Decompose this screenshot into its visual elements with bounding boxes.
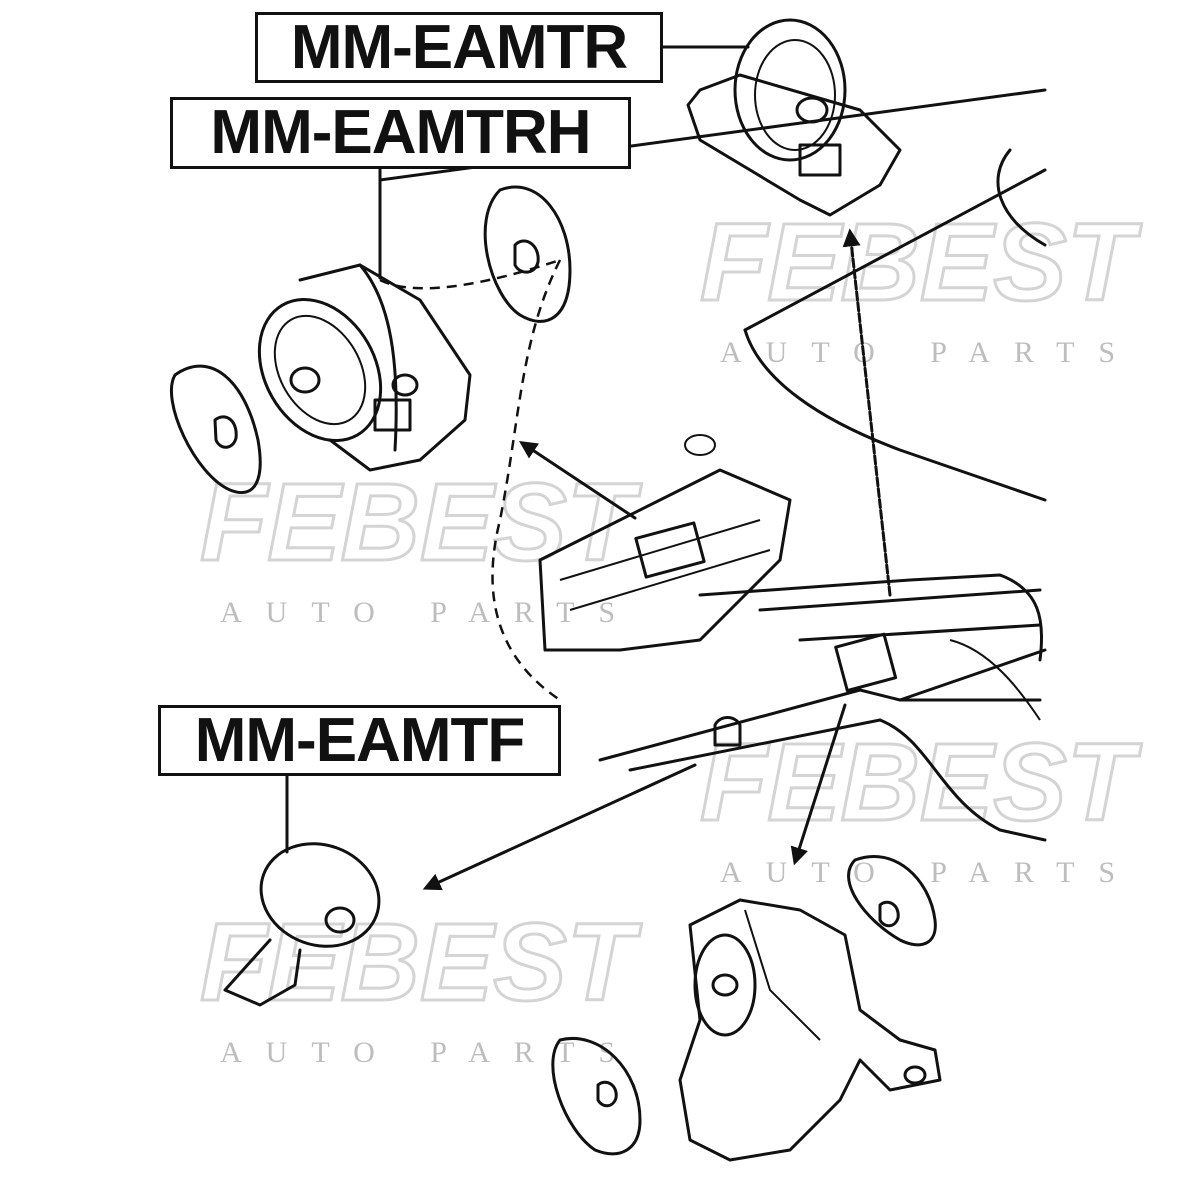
watermark-brand: FEBEST [700,721,1142,844]
watermark-brand: FEBEST [200,461,642,584]
part-number-rear-rh: MM-EAMTRH [210,98,591,167]
rear-rh-mount-part [257,263,472,472]
part-label-rear: MM-EAMTR [255,12,663,83]
watermark-brand: FEBEST [700,201,1142,324]
arrow-to-rear-rh [519,441,637,520]
engine-subframe [378,88,1047,842]
watermark-sub: AUTO PARTS [720,336,1139,369]
side-mount-part [678,898,942,1162]
rear-rh-mount-cushion [169,364,262,494]
side-mount-cushion-right [847,854,937,947]
watermark-sub: AUTO PARTS [220,596,639,629]
arrow-to-rear [842,228,892,597]
part-label-front: MM-EAMTF [158,705,561,776]
watermark-sub: AUTO PARTS [720,856,1139,889]
side-mount-cushion-left [551,1037,642,1156]
watermark-sub: AUTO PARTS [220,1036,639,1069]
watermark-brand: FEBEST [200,901,642,1024]
part-label-rear-rh: MM-EAMTRH [170,97,631,169]
rear-mount-part [686,18,902,217]
front-mount-part [223,842,381,1007]
arrow-to-side-mount [790,703,847,866]
part-number-front: MM-EAMTF [194,705,525,775]
arrow-to-front [422,763,697,891]
part-number-rear: MM-EAMTR [290,12,628,82]
rear-mount-cushion [483,185,572,323]
